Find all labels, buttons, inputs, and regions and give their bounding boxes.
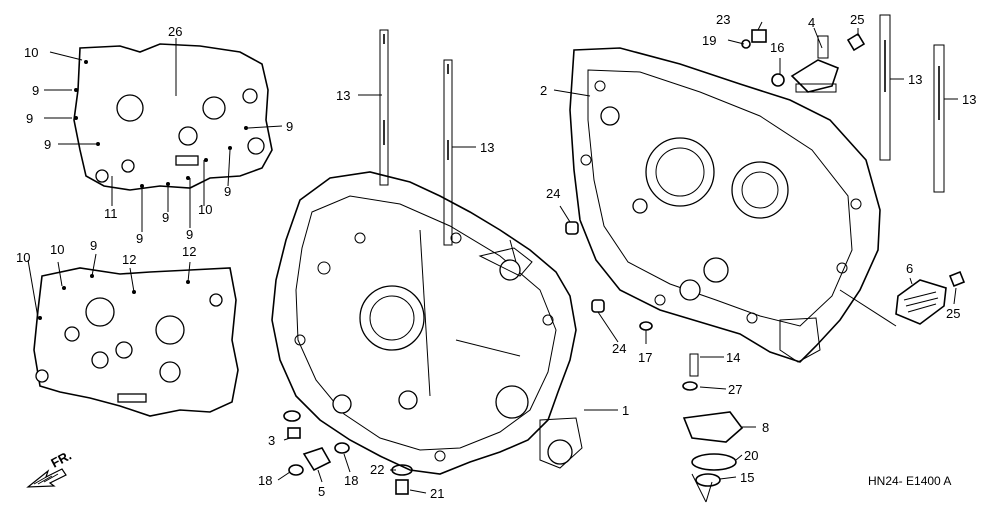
callout-23: 23 [716, 12, 730, 27]
callout-13: 13 [336, 88, 350, 103]
callout-9: 9 [286, 119, 293, 134]
callout-24: 24 [612, 341, 626, 356]
callout-26: 26 [168, 24, 182, 39]
callout-1: 1 [622, 403, 629, 418]
callout-10: 10 [24, 45, 38, 60]
callout-27: 27 [728, 382, 742, 397]
breather-fitting [790, 35, 839, 93]
callout-10: 10 [50, 242, 64, 257]
gasket-lower [33, 267, 239, 417]
callout-9: 9 [186, 227, 193, 242]
callout-6: 6 [906, 261, 913, 276]
small-fasteners-top [741, 29, 866, 87]
callout-21: 21 [430, 486, 444, 501]
callout-9: 9 [90, 238, 97, 253]
callout-8: 8 [762, 420, 769, 435]
callout-9: 9 [32, 83, 39, 98]
callout-9: 9 [44, 137, 51, 152]
callout-12: 12 [182, 244, 196, 259]
diagram-code: HN24- E1400 A [868, 474, 951, 488]
callout-9: 9 [136, 231, 143, 246]
stud-bolts [379, 14, 945, 246]
callout-20: 20 [744, 448, 758, 463]
callout-25: 25 [946, 306, 960, 321]
callout-5: 5 [318, 484, 325, 499]
callout-18: 18 [344, 473, 358, 488]
callout-13: 13 [480, 140, 494, 155]
callout-labels: 10 9 9 9 26 9 11 9 9 9 10 9 10 10 9 12 1… [16, 12, 976, 501]
callout-13: 13 [908, 72, 922, 87]
callout-14: 14 [726, 350, 740, 365]
callout-2: 2 [540, 83, 547, 98]
front-direction-indicator: FR. [26, 448, 74, 488]
gasket-upper [73, 43, 273, 191]
callout-18: 18 [258, 473, 272, 488]
callout-3: 3 [268, 433, 275, 448]
callout-4: 4 [808, 15, 815, 30]
cover-plate [895, 270, 966, 325]
leader-lines [27, 21, 958, 503]
crankcase-right-half [569, 47, 881, 363]
callout-9: 9 [26, 111, 33, 126]
callout-9: 9 [162, 210, 169, 225]
lower-fasteners [283, 410, 413, 495]
crankcase-left-half [271, 171, 583, 475]
callout-19: 19 [702, 33, 716, 48]
direction-label: FR. [48, 448, 74, 471]
callout-9: 9 [224, 184, 231, 199]
callout-16: 16 [770, 40, 784, 55]
drain-parts [565, 221, 744, 487]
callout-15: 15 [740, 470, 754, 485]
callout-25: 25 [850, 12, 864, 27]
callout-10: 10 [16, 250, 30, 265]
callout-24: 24 [546, 186, 560, 201]
callout-11: 11 [104, 206, 118, 221]
callout-13: 13 [962, 92, 976, 107]
callout-10: 10 [198, 202, 212, 217]
callout-17: 17 [638, 350, 652, 365]
callout-22: 22 [370, 462, 384, 477]
callout-12: 12 [122, 252, 136, 267]
